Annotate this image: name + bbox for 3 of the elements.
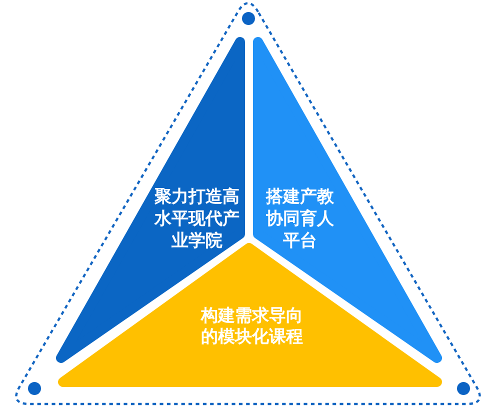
segment-label: 构建需求导向的模块化课程 [200,306,304,348]
segment-label: 搭建产教协同育人平台 [266,186,334,252]
segment-label: 聚力打造高水平现代产业学院 [154,186,240,252]
